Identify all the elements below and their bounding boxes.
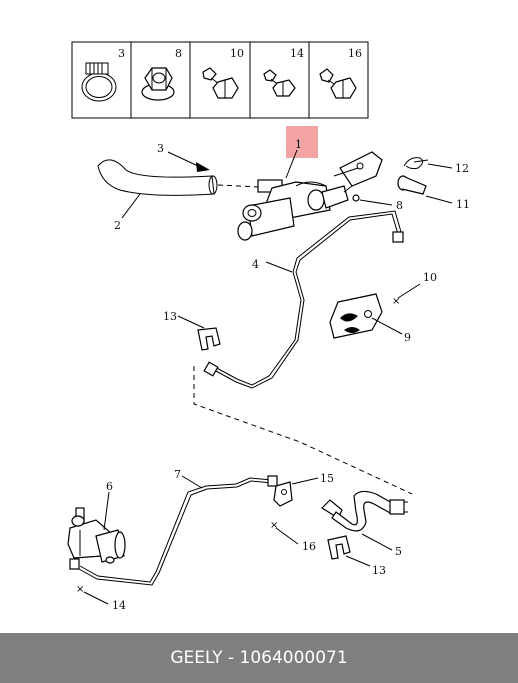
callout-14: 14 xyxy=(112,599,126,612)
clutch-slave-cylinder xyxy=(67,507,126,564)
legend-label-10: 10 xyxy=(230,47,244,60)
callout-15: 15 xyxy=(320,472,334,485)
arrow-icon xyxy=(196,162,210,172)
pipe-bracket xyxy=(329,293,383,339)
clutch-master-cylinder xyxy=(237,151,383,241)
flange-nut-icon xyxy=(141,67,175,101)
reservoir-hose xyxy=(97,159,261,196)
clevis-pin-icon xyxy=(397,175,427,195)
callout-12: 12 xyxy=(455,162,469,175)
cross-mark-icon: × xyxy=(392,296,400,307)
hose-bracket xyxy=(273,481,293,507)
hose-clamp-icon xyxy=(81,62,117,102)
legend-label-14: 14 xyxy=(290,47,304,60)
flange-bolt-icon xyxy=(319,68,357,99)
clutch-pipe-upper xyxy=(203,210,404,389)
callout-11: 11 xyxy=(456,198,470,211)
legend-table: 3 8 10 14 16 xyxy=(71,41,369,119)
cross-mark-icon: × xyxy=(76,584,84,595)
callout-3: 3 xyxy=(157,142,164,155)
legend-label-8: 8 xyxy=(175,47,182,60)
retaining-clip-lower xyxy=(327,535,351,560)
part-number-footer: GEELY - 1064000071 xyxy=(0,633,518,683)
callout-7: 7 xyxy=(174,468,181,481)
callout-2: 2 xyxy=(114,219,121,232)
spring-clip-icon xyxy=(403,157,429,170)
callout-10: 10 xyxy=(423,271,437,284)
callout-4: 4 xyxy=(252,258,259,271)
exploded-parts-diagram: 3 8 10 14 16 xyxy=(67,41,470,612)
flange-bolt-icon xyxy=(263,69,296,97)
callout-5: 5 xyxy=(395,545,402,558)
callout-13-upper: 13 xyxy=(163,310,177,323)
clutch-pipe-lower xyxy=(69,475,278,586)
callout-8: 8 xyxy=(396,199,403,212)
callout-6: 6 xyxy=(106,480,113,493)
cross-mark-icon: × xyxy=(270,520,278,531)
flexible-hose xyxy=(321,490,408,532)
highlight-box xyxy=(286,126,318,158)
washer-icon xyxy=(352,194,360,202)
callout-1: 1 xyxy=(295,138,302,151)
callout-9: 9 xyxy=(404,331,411,344)
callout-16: 16 xyxy=(302,540,316,553)
legend-label-16: 16 xyxy=(348,47,362,60)
flange-bolt-icon xyxy=(202,67,239,99)
legend-label-3: 3 xyxy=(118,47,125,60)
callout-13-lower: 13 xyxy=(372,564,386,577)
retaining-clip-upper xyxy=(197,327,221,351)
highlight-part-1: 1 xyxy=(285,126,318,179)
